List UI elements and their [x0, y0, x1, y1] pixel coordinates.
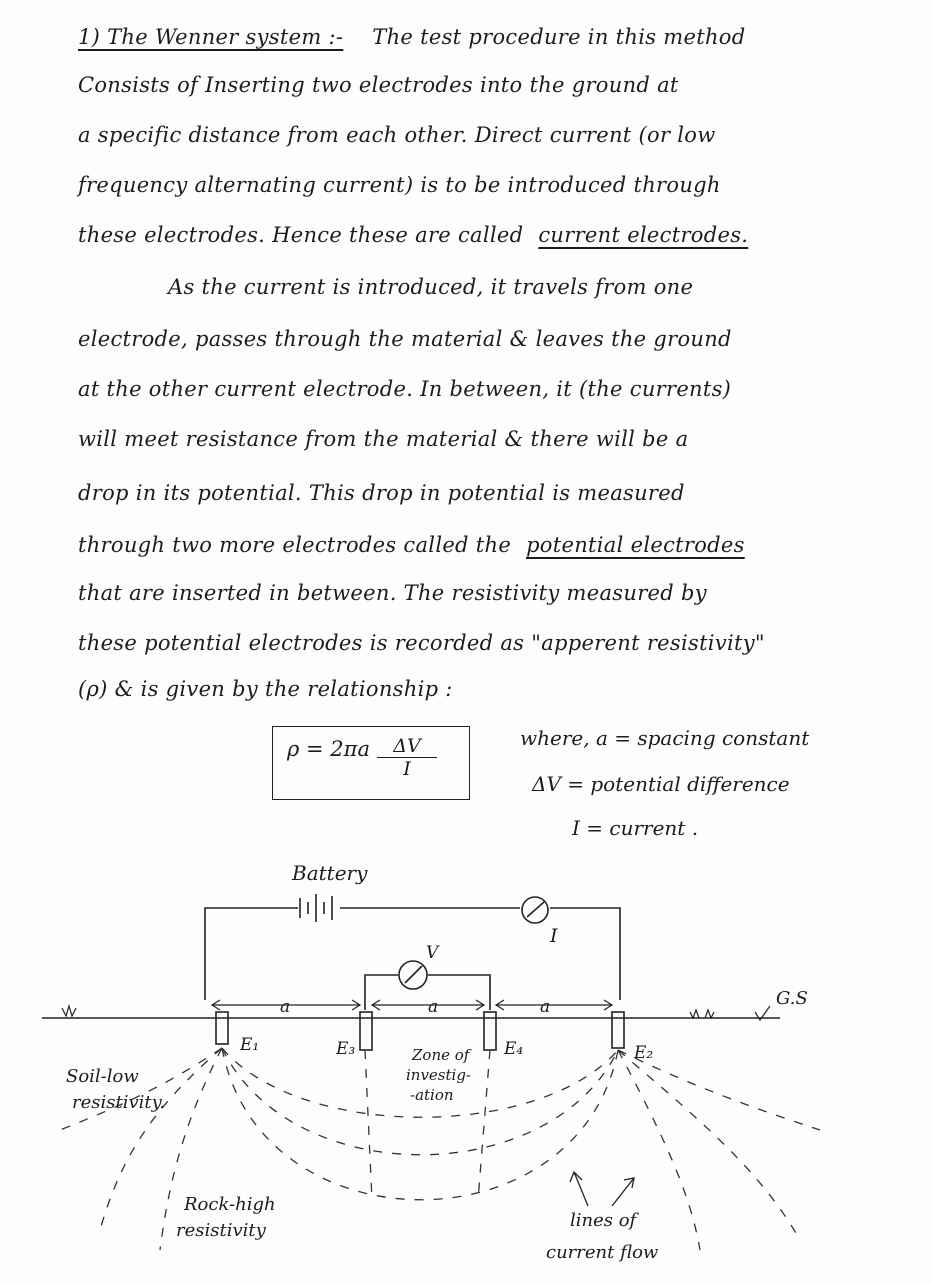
formula-denominator: I — [403, 758, 411, 780]
electrode-e1 — [215, 1011, 229, 1045]
rock-label-1: Rock-high — [183, 1194, 276, 1215]
electrode-e1-label: E₁ — [239, 1035, 259, 1055]
line-9: will meet resistance from the material &… — [78, 427, 689, 451]
line-4: frequency alternating current) is to be … — [78, 173, 721, 197]
formula-box: ρ = 2πa ΔV I — [272, 726, 470, 800]
legend-potential: ΔV = potential difference — [532, 772, 790, 796]
electrode-e3-label: E₃ — [335, 1039, 355, 1059]
line-8: at the other current electrode. In betwe… — [78, 377, 732, 401]
flow-label-2: current flow — [546, 1242, 659, 1263]
section-title: 1) The Wenner system :- — [78, 25, 344, 49]
soil-label-1: Soil-low — [66, 1066, 139, 1087]
flow-label-1: lines of — [570, 1210, 640, 1231]
spacing-label-2: a — [428, 997, 438, 1017]
rock-label-2: resistivity — [176, 1220, 267, 1241]
line-13: these potential electrodes is recorded a… — [78, 631, 765, 655]
ammeter-icon — [521, 896, 549, 924]
electrode-e4-label: E₄ — [503, 1039, 523, 1059]
zone-label-1: Zone of — [411, 1046, 472, 1064]
flow-pointer-arrows — [569, 1170, 635, 1207]
line-1-text: The test procedure in this method — [372, 25, 746, 49]
spacing-label-3: a — [540, 997, 550, 1017]
electrode-e3 — [359, 1011, 373, 1051]
legend-current: I = current . — [572, 816, 699, 840]
line-5: these electrodes. Hence these are called… — [78, 220, 898, 250]
formula: ρ = 2πa ΔV I — [287, 735, 437, 780]
legend-spacing: where, a = spacing constant — [520, 726, 810, 750]
formula-lhs: ρ = 2πa — [287, 737, 370, 761]
current-electrodes-term: current electrodes. — [538, 223, 749, 247]
voltmeter-icon — [398, 960, 428, 990]
ground-surface-label: G.S — [776, 988, 808, 1009]
spacing-label-1: a — [280, 997, 290, 1017]
current-flow-lines — [59, 1047, 821, 1251]
wire-left — [204, 907, 298, 1000]
formula-fraction: ΔV I — [377, 735, 437, 780]
electrode-e2 — [611, 1011, 625, 1049]
zone-label-3: -ation — [410, 1086, 454, 1104]
ammeter-label: I — [549, 925, 558, 947]
line-6: As the current is introduced, it travels… — [168, 275, 694, 299]
line-12: that are inserted in between. The resist… — [78, 581, 707, 605]
battery-icon — [299, 894, 333, 922]
wire-volt-left — [364, 974, 398, 1010]
zone-label-2: investig- — [406, 1066, 471, 1084]
potential-electrodes-term: potential electrodes — [526, 533, 745, 557]
wire-right — [550, 907, 621, 1000]
wire-volt-right — [428, 974, 491, 1010]
battery-label: Battery — [291, 861, 368, 885]
electrode-e2-label: E₂ — [633, 1043, 653, 1063]
line-7: electrode, passes through the material &… — [78, 327, 732, 351]
line-5-text: these electrodes. Hence these are called — [78, 223, 524, 247]
line-14: (ρ) & is given by the relationship : — [78, 677, 453, 701]
voltmeter-label: V — [426, 943, 440, 963]
line-3: a specific distance from each other. Dir… — [78, 123, 716, 147]
line-1: 1) The Wenner system :- The test procedu… — [78, 22, 898, 52]
line-10: drop in its potential. This drop in pote… — [78, 481, 685, 505]
spacing-arrows — [210, 999, 614, 1011]
line-2: Consists of Inserting two electrodes int… — [78, 73, 679, 97]
line-11: through two more electrodes called the p… — [78, 530, 898, 560]
soil-label-2: resistivity. — [72, 1092, 165, 1113]
formula-numerator: ΔV — [377, 735, 437, 758]
line-11-text: through two more electrodes called the — [78, 533, 512, 557]
